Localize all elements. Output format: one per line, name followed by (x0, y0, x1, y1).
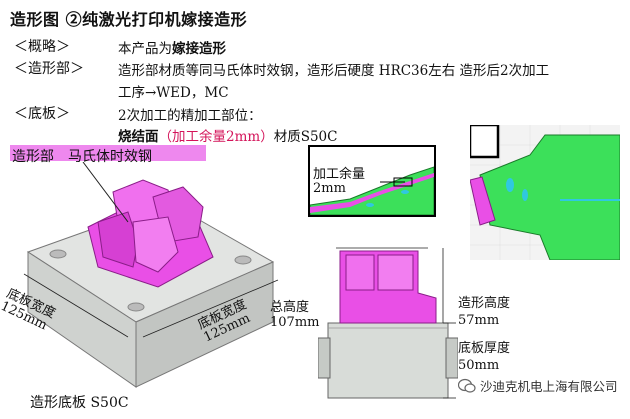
row-label-overview: ＜概略＞ (14, 39, 70, 55)
front-view-figure (318, 247, 458, 399)
row-text-overview: 本产品为嫁接造形 (118, 37, 226, 57)
document-title: 造形图 ②纯激光打印机嫁接造形 (10, 10, 248, 29)
inset-label-2: 2mm (313, 181, 346, 196)
overview-keyword: 嫁接造形 (172, 41, 226, 57)
inset-detail-graphic (310, 166, 434, 215)
part-height-value: 57mm (458, 313, 500, 328)
watermark: 沙迪克机电上海有限公司 (458, 376, 618, 395)
base-thickness-label: 底板厚度 50mm (458, 340, 510, 374)
base-plate-label: 造形底板 S50C (30, 395, 129, 411)
row-label-base: ＜底板＞ (14, 106, 70, 122)
cross-section-figure (470, 125, 620, 260)
material-note: 材质S50C (273, 129, 338, 145)
machining-allowance-note: （加工余量2mm） (158, 129, 274, 145)
overview-text: 本产品为 (118, 41, 172, 57)
total-height-value: 107mm (270, 315, 320, 330)
row-label-part: ＜造形部＞ (14, 61, 84, 77)
total-height-label: 总高度 107mm (270, 300, 319, 330)
row-text-part-2: 工序→WED，MC (118, 85, 229, 101)
base-thickness-value: 50mm (458, 358, 500, 373)
row-text-base: 2次加工的精加工部位： (118, 108, 262, 124)
row-text-part: 造形部材质等同马氏体时效钢，造形后硬度 HRC36左右 造形后2次加工 (118, 63, 550, 79)
left-3d-figure (23, 162, 279, 388)
part-height-text: 造形高度 (458, 296, 511, 311)
sintered-surface-label: 烧结面 (118, 129, 159, 145)
part-height-label: 造形高度 57mm (458, 295, 510, 329)
row-text-base-2: 烧结面（加工余量2mm）材质S50C (118, 125, 337, 145)
inset-detail-box: 加工余量 2mm (308, 145, 436, 217)
highlight-bar (10, 145, 206, 161)
highlight-label: 造形部 马氏体时效钢 (12, 149, 152, 165)
inset-label-1: 加工余量 (313, 167, 366, 182)
total-height-text: 总高度 (270, 300, 310, 315)
watermark-text: 沙迪克机电上海有限公司 (480, 379, 618, 394)
base-thickness-text: 底板厚度 (458, 341, 511, 356)
wechat-icon (458, 378, 476, 393)
